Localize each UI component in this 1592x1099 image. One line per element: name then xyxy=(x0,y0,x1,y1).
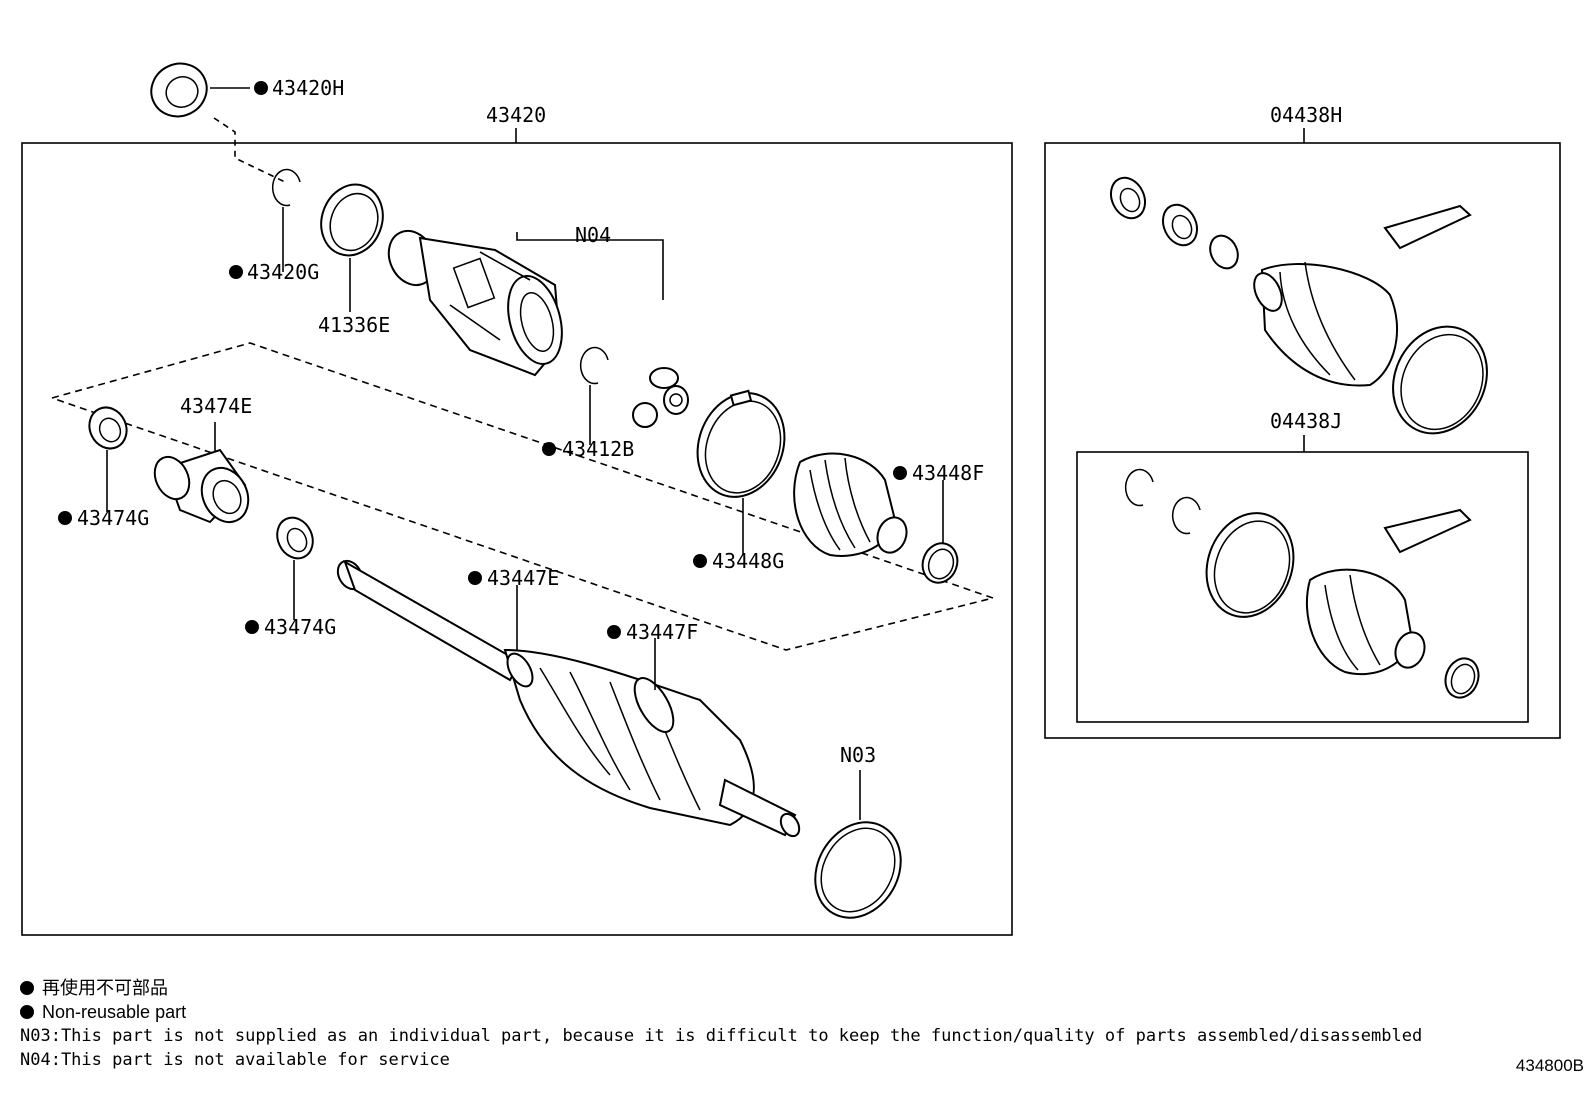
document-id: 434800B xyxy=(1515,1056,1584,1075)
note-n03: N03:This part is not supplied as an indi… xyxy=(20,1026,1423,1046)
label-43447f[interactable]: 43447F xyxy=(626,620,698,644)
snap-ring-43420g xyxy=(271,168,301,207)
note-n04: N04:This part is not available for servi… xyxy=(20,1050,450,1070)
kit-inner-parts xyxy=(1124,468,1480,699)
label-assembly[interactable]: 43420 xyxy=(486,103,546,127)
label-41336e[interactable]: 41336E xyxy=(318,313,390,337)
legend: 再使用不可部品 Non-reusable part N03:This part … xyxy=(20,976,1422,1072)
label-43448g[interactable]: 43448G xyxy=(712,549,784,573)
tripod-spider xyxy=(632,367,689,428)
dust-seal-41336e xyxy=(320,183,384,257)
drive-shaft xyxy=(336,559,801,838)
label-43474g-left[interactable]: 43474G xyxy=(77,506,149,530)
bearing-43420h xyxy=(150,62,208,118)
assembly-frame xyxy=(21,142,1013,936)
non-reusable-dot-icon xyxy=(20,1005,34,1019)
label-43448f[interactable]: 43448F xyxy=(912,461,984,485)
legend-row-jp: 再使用不可部品 xyxy=(20,976,1422,1000)
ring-n03 xyxy=(814,821,902,919)
non-reusable-dot xyxy=(254,81,268,95)
label-43447e[interactable]: 43447E xyxy=(487,566,559,590)
label-43474g-lower[interactable]: 43474G xyxy=(264,615,336,639)
label-43420g[interactable]: 43420G xyxy=(247,260,319,284)
clamp-43448g xyxy=(696,389,786,498)
snap-ring-43412b xyxy=(579,346,609,385)
legend-en: Non-reusable part xyxy=(42,1002,187,1022)
subassembly-outline xyxy=(51,342,996,651)
kit-outer-frame xyxy=(1044,142,1561,739)
inner-joint-housing xyxy=(387,229,563,377)
bracket-43474e xyxy=(153,448,250,524)
legend-jp: 再使用不可部品 xyxy=(42,978,168,998)
kit-inner-frame xyxy=(1076,451,1529,723)
label-n04[interactable]: N04 xyxy=(575,223,611,247)
non-reusable-dot-icon xyxy=(20,981,34,995)
label-kit-outer[interactable]: 04438H xyxy=(1270,103,1342,127)
ring-43474g-lower xyxy=(276,516,314,560)
label-kit-inner[interactable]: 04438J xyxy=(1270,409,1342,433)
clamp-43448f xyxy=(921,542,959,584)
label-43412b[interactable]: 43412B xyxy=(562,437,634,461)
inner-boot xyxy=(793,452,908,557)
ring-43474g-left xyxy=(88,406,128,450)
legend-row-en: Non-reusable part xyxy=(20,1000,1422,1024)
label-43474e[interactable]: 43474E xyxy=(180,394,252,418)
label-43420h[interactable]: 43420H xyxy=(272,76,344,100)
label-n03[interactable]: N03 xyxy=(840,743,876,767)
kit-outer-parts xyxy=(1109,176,1488,435)
